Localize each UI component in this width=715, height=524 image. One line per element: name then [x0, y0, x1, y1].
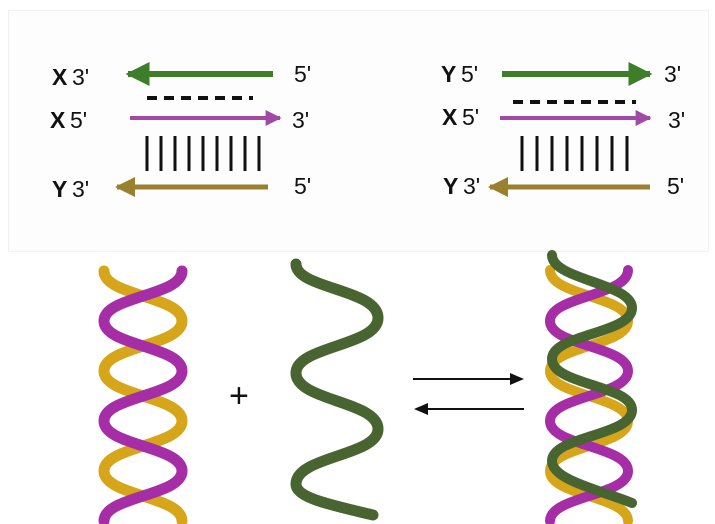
plus-sign: + [229, 377, 249, 415]
right-middle-strand-letter: X [442, 104, 458, 130]
left-top-strand-left-end: 3' [72, 64, 89, 90]
equilibrium-arrows [413, 373, 524, 415]
left-bottom-strand-left-end: 3' [72, 176, 89, 202]
left-middle-strand-letter: X [50, 107, 66, 133]
double-helix [98, 265, 188, 524]
reverse-arrow-head [414, 403, 428, 415]
left-strand-diagram: X 3' 5' 3' --> X 5' 3' Y 3' 5' [50, 61, 311, 202]
triple-helix-magenta-strand [544, 265, 634, 524]
right-bottom-strand-left-end: 3' [463, 173, 480, 199]
right-middle-strand-right-end: 3' [668, 107, 685, 133]
right-bottom-strand-right-end: 5' [667, 173, 684, 199]
left-top-strand-letter: X [52, 64, 68, 90]
single-strand [290, 258, 384, 521]
left-bottom-strand-letter: Y [52, 176, 67, 202]
double-helix-magenta-strand [98, 265, 188, 524]
right-top-strand-left-end: 5' [461, 61, 478, 87]
left-middle-strand-right-end: 3' [292, 107, 309, 133]
left-top-strand-right-end: 5' [294, 61, 311, 87]
triple-helix [544, 250, 638, 524]
right-middle-strand-left-end: 5' [462, 104, 479, 130]
left-bottom-strand-right-end: 5' [294, 173, 311, 199]
forward-arrow-head [510, 373, 524, 385]
left-base-pair-bars [145, 136, 261, 171]
triple-helix-green-strand [546, 250, 638, 508]
strand-diagram-panel [8, 10, 709, 252]
left-middle-strand-left-end: 5' [70, 107, 87, 133]
right-top-strand-letter: Y [441, 61, 456, 87]
right-top-strand-right-end: 3' [664, 61, 681, 87]
right-strand-diagram: 3' --> Y 5' 3' 3' --> X 5' 3' Y 3' 5' [441, 61, 685, 199]
right-bottom-strand-letter: Y [443, 173, 458, 199]
right-base-pair-bars [520, 136, 629, 171]
